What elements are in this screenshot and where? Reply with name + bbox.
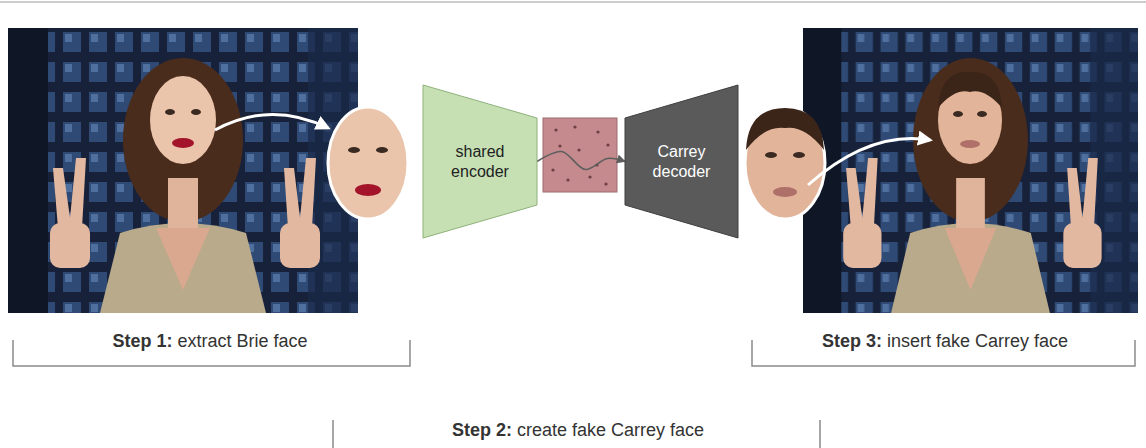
step-description: create fake Carrey face [517, 420, 704, 440]
result-photo [803, 28, 1138, 313]
latent-space [543, 118, 617, 192]
decoder-trapezoid-shape [625, 85, 738, 238]
step-bracket [333, 420, 820, 448]
step-caption: Step 1:extract Brie face [109, 331, 310, 352]
top-rule [0, 2, 1146, 3]
generated-face [745, 107, 825, 219]
step-caption: Step 3:insert fake Carrey face [819, 331, 1071, 352]
insert-arrow [808, 138, 930, 185]
node-label: shared encoder [440, 142, 520, 182]
step-caption: Step 2:create fake Carrey face [449, 420, 707, 441]
extracted-face [328, 107, 408, 219]
decoder-trapezoid-outline [625, 85, 738, 238]
step-number: Step 2: [452, 420, 512, 440]
extract-arrow [215, 114, 328, 130]
step-description: extract Brie face [177, 331, 307, 351]
source-photo [8, 28, 358, 313]
latent-connector [537, 151, 625, 169]
step-number: Step 3: [822, 331, 882, 351]
encoder-trapezoid: shared encoder [423, 85, 537, 238]
node-label: Carrey decoder [642, 142, 722, 182]
encoder-trapezoid-outline [423, 85, 537, 238]
step-description: insert fake Carrey face [887, 331, 1068, 351]
encoder-trapezoid-shape [423, 85, 537, 238]
decoder-trapezoid: Carrey decoder [625, 85, 738, 238]
step-number: Step 1: [112, 331, 172, 351]
